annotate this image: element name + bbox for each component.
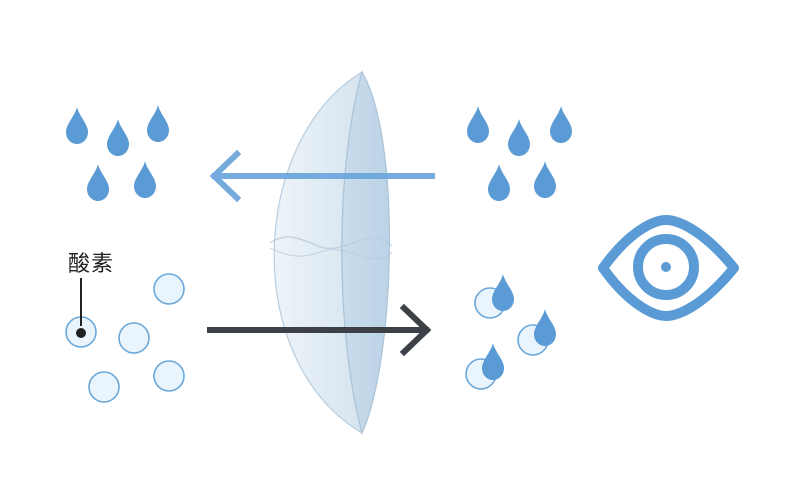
arrow-left-icon [209,149,435,203]
water-drop-icon [147,105,169,142]
left-oxygen-bubbles [65,273,185,403]
water-drop-icon [534,161,556,198]
water-drop-icon [482,343,504,380]
water-drop-icon [134,161,156,198]
water-drop-icon [550,106,572,143]
water-drop-icon [66,107,88,144]
oxygen-label: 酸素 [68,252,115,277]
label-pointer-dot [76,328,86,338]
right-oxygen-bubbles [465,274,556,390]
oxygen-bubble-icon [153,360,185,392]
water-drop-icon [488,164,510,201]
water-drop-icon [467,106,489,143]
eye-icon [598,215,739,321]
water-drop-icon [534,309,556,346]
contact-lens-icon [269,70,393,435]
right-water-drops [467,106,572,201]
oxygen-bubble-icon [118,322,150,354]
left-water-drops [66,105,169,201]
water-drop-icon [107,119,129,156]
oxygen-bubble-icon [153,273,185,305]
oxygen-bubble-icon [88,371,120,403]
arrow-right-icon [207,303,432,357]
water-drop-icon [508,119,530,156]
water-drop-icon [87,164,109,201]
water-drop-icon [492,274,514,311]
